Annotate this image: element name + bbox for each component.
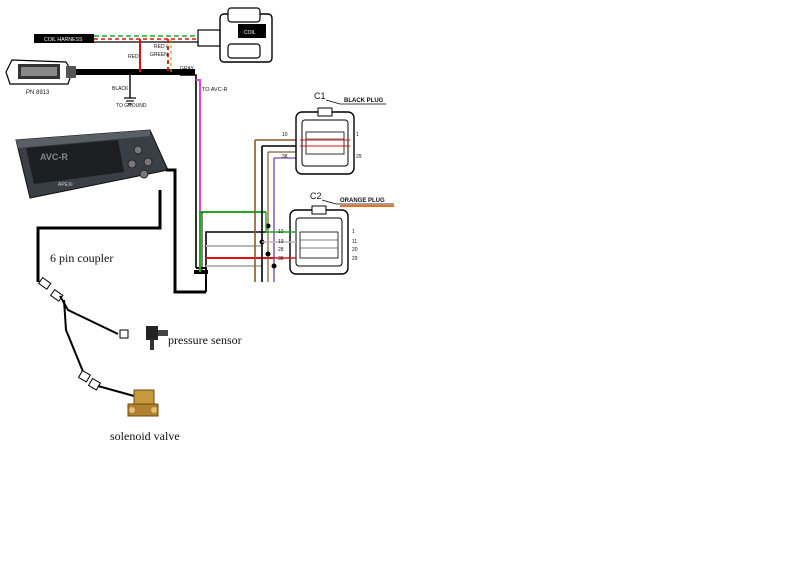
c2-pin-19: 19 (278, 239, 284, 245)
to-ground-label: TO GROUND (116, 103, 147, 109)
c2-pin-20: 20 (352, 247, 358, 253)
c2-pin-38: 38 (278, 256, 284, 262)
junction-dot-4 (265, 223, 271, 229)
wire-magenta-to-avcr (196, 79, 201, 268)
controller-cable-right (166, 168, 206, 294)
c2-pin-1: 1 (352, 229, 355, 235)
junction-dot-3 (271, 263, 277, 269)
gray-label: GRAY (180, 66, 194, 72)
solenoid-valve-label: solenoid valve (110, 429, 180, 443)
cable-to-sensor (59, 295, 119, 335)
pressure-sensor-icon (146, 326, 168, 350)
junction-dot-2 (265, 251, 271, 257)
wire-black-c2-b (205, 231, 268, 270)
coil-label: COIL (244, 30, 256, 36)
avcr-controller-icon (15, 129, 169, 199)
connector-icon (295, 107, 355, 175)
c2-label: C2 (310, 191, 322, 201)
cable-valve-end (97, 385, 135, 397)
valve-plug-2 (87, 377, 102, 391)
black-plug-label: BLACK PLUG (344, 98, 384, 104)
c2-pin-28: 28 (278, 247, 284, 253)
c2-leader (321, 199, 394, 205)
coil-icon (197, 7, 273, 63)
c2-pin-10: 10 (278, 229, 284, 235)
black-label: BLACK (112, 86, 129, 92)
cable-to-valve (63, 299, 85, 375)
c1-pin-1: 1 (356, 132, 359, 138)
c1-label: C1 (314, 91, 326, 101)
red-label: RED (128, 54, 139, 60)
display-text: AVC-R (40, 152, 68, 162)
wire-green-c2 (199, 211, 266, 272)
six-pin-coupler-label: 6 pin coupler (50, 251, 113, 265)
c2-pin-29: 29 (352, 256, 358, 262)
red-green-label-2: GREEN (150, 52, 168, 58)
pn-label: PN 8913 (26, 90, 50, 96)
valve-plug-1 (77, 369, 92, 383)
module-brand: APEXi (58, 182, 72, 188)
connector-icon (289, 205, 349, 275)
orange-plug-label: ORANGE PLUG (340, 198, 385, 204)
c1-leader (325, 99, 386, 105)
sensor-plug (119, 329, 129, 339)
controller-cable-left (36, 190, 162, 282)
to-avcr-label: TO AVC-R (202, 87, 227, 93)
pressure-sensor-label: pressure sensor (168, 333, 242, 347)
red-green-label-1: RED / (154, 44, 168, 50)
c1-pin-29: 29 (356, 154, 362, 160)
coil-harness-label: COIL HARNESS (44, 37, 83, 43)
c2-lead-green (265, 212, 296, 233)
ground-symbol-icon (124, 97, 136, 105)
wire-black-to-avcr (180, 74, 197, 268)
c1-pin-10: 10 (282, 132, 288, 138)
c1-pin-38: 38 (282, 154, 288, 160)
coupler-icon (37, 276, 64, 302)
coil-harness-bar (34, 34, 94, 43)
ignition-module-icon (5, 59, 76, 85)
c2-pin-11: 11 (352, 239, 357, 245)
solenoid-valve-icon (127, 389, 159, 417)
